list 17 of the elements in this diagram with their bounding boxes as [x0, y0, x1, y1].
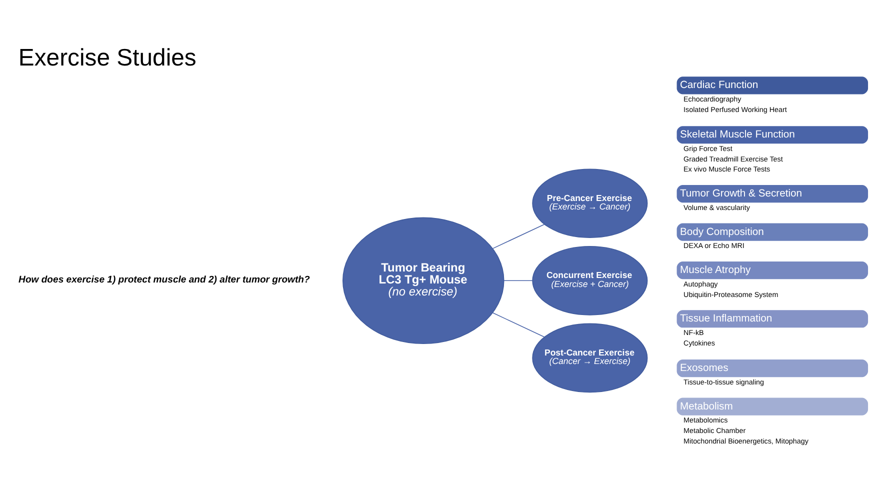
node-box: Skeletal Muscle Function [676, 126, 868, 144]
node-box: Muscle Atrophy [676, 261, 868, 279]
connector [492, 223, 545, 248]
node-box: Metabolism [676, 397, 868, 415]
label: How does exercise 1) protect muscle and 2) alter tumor growth? [18, 274, 310, 285]
node-box: Tissue Inflammation [676, 310, 868, 328]
node-ellipse: Concurrent Exercise (Exercise + Cancer) [532, 246, 648, 315]
connector [504, 280, 533, 281]
node-ellipse: Pre-Cancer Exercise (Exercise → Cancer) [532, 168, 648, 238]
node-ellipse: Tumor Bearing LC3 Tg+ Mouse (no exercise) [342, 216, 504, 344]
node-box: Tumor Growth & Secretion [676, 184, 868, 202]
node-box: Cardiac Function [676, 76, 868, 94]
node-box: Body Composition [676, 222, 868, 240]
diagram-title: Exercise Studies [18, 44, 196, 71]
node-box: Exosomes [676, 359, 868, 377]
connector [492, 312, 545, 337]
node-ellipse: Post-Cancer Exercise (Cancer → Exercise) [532, 322, 648, 392]
